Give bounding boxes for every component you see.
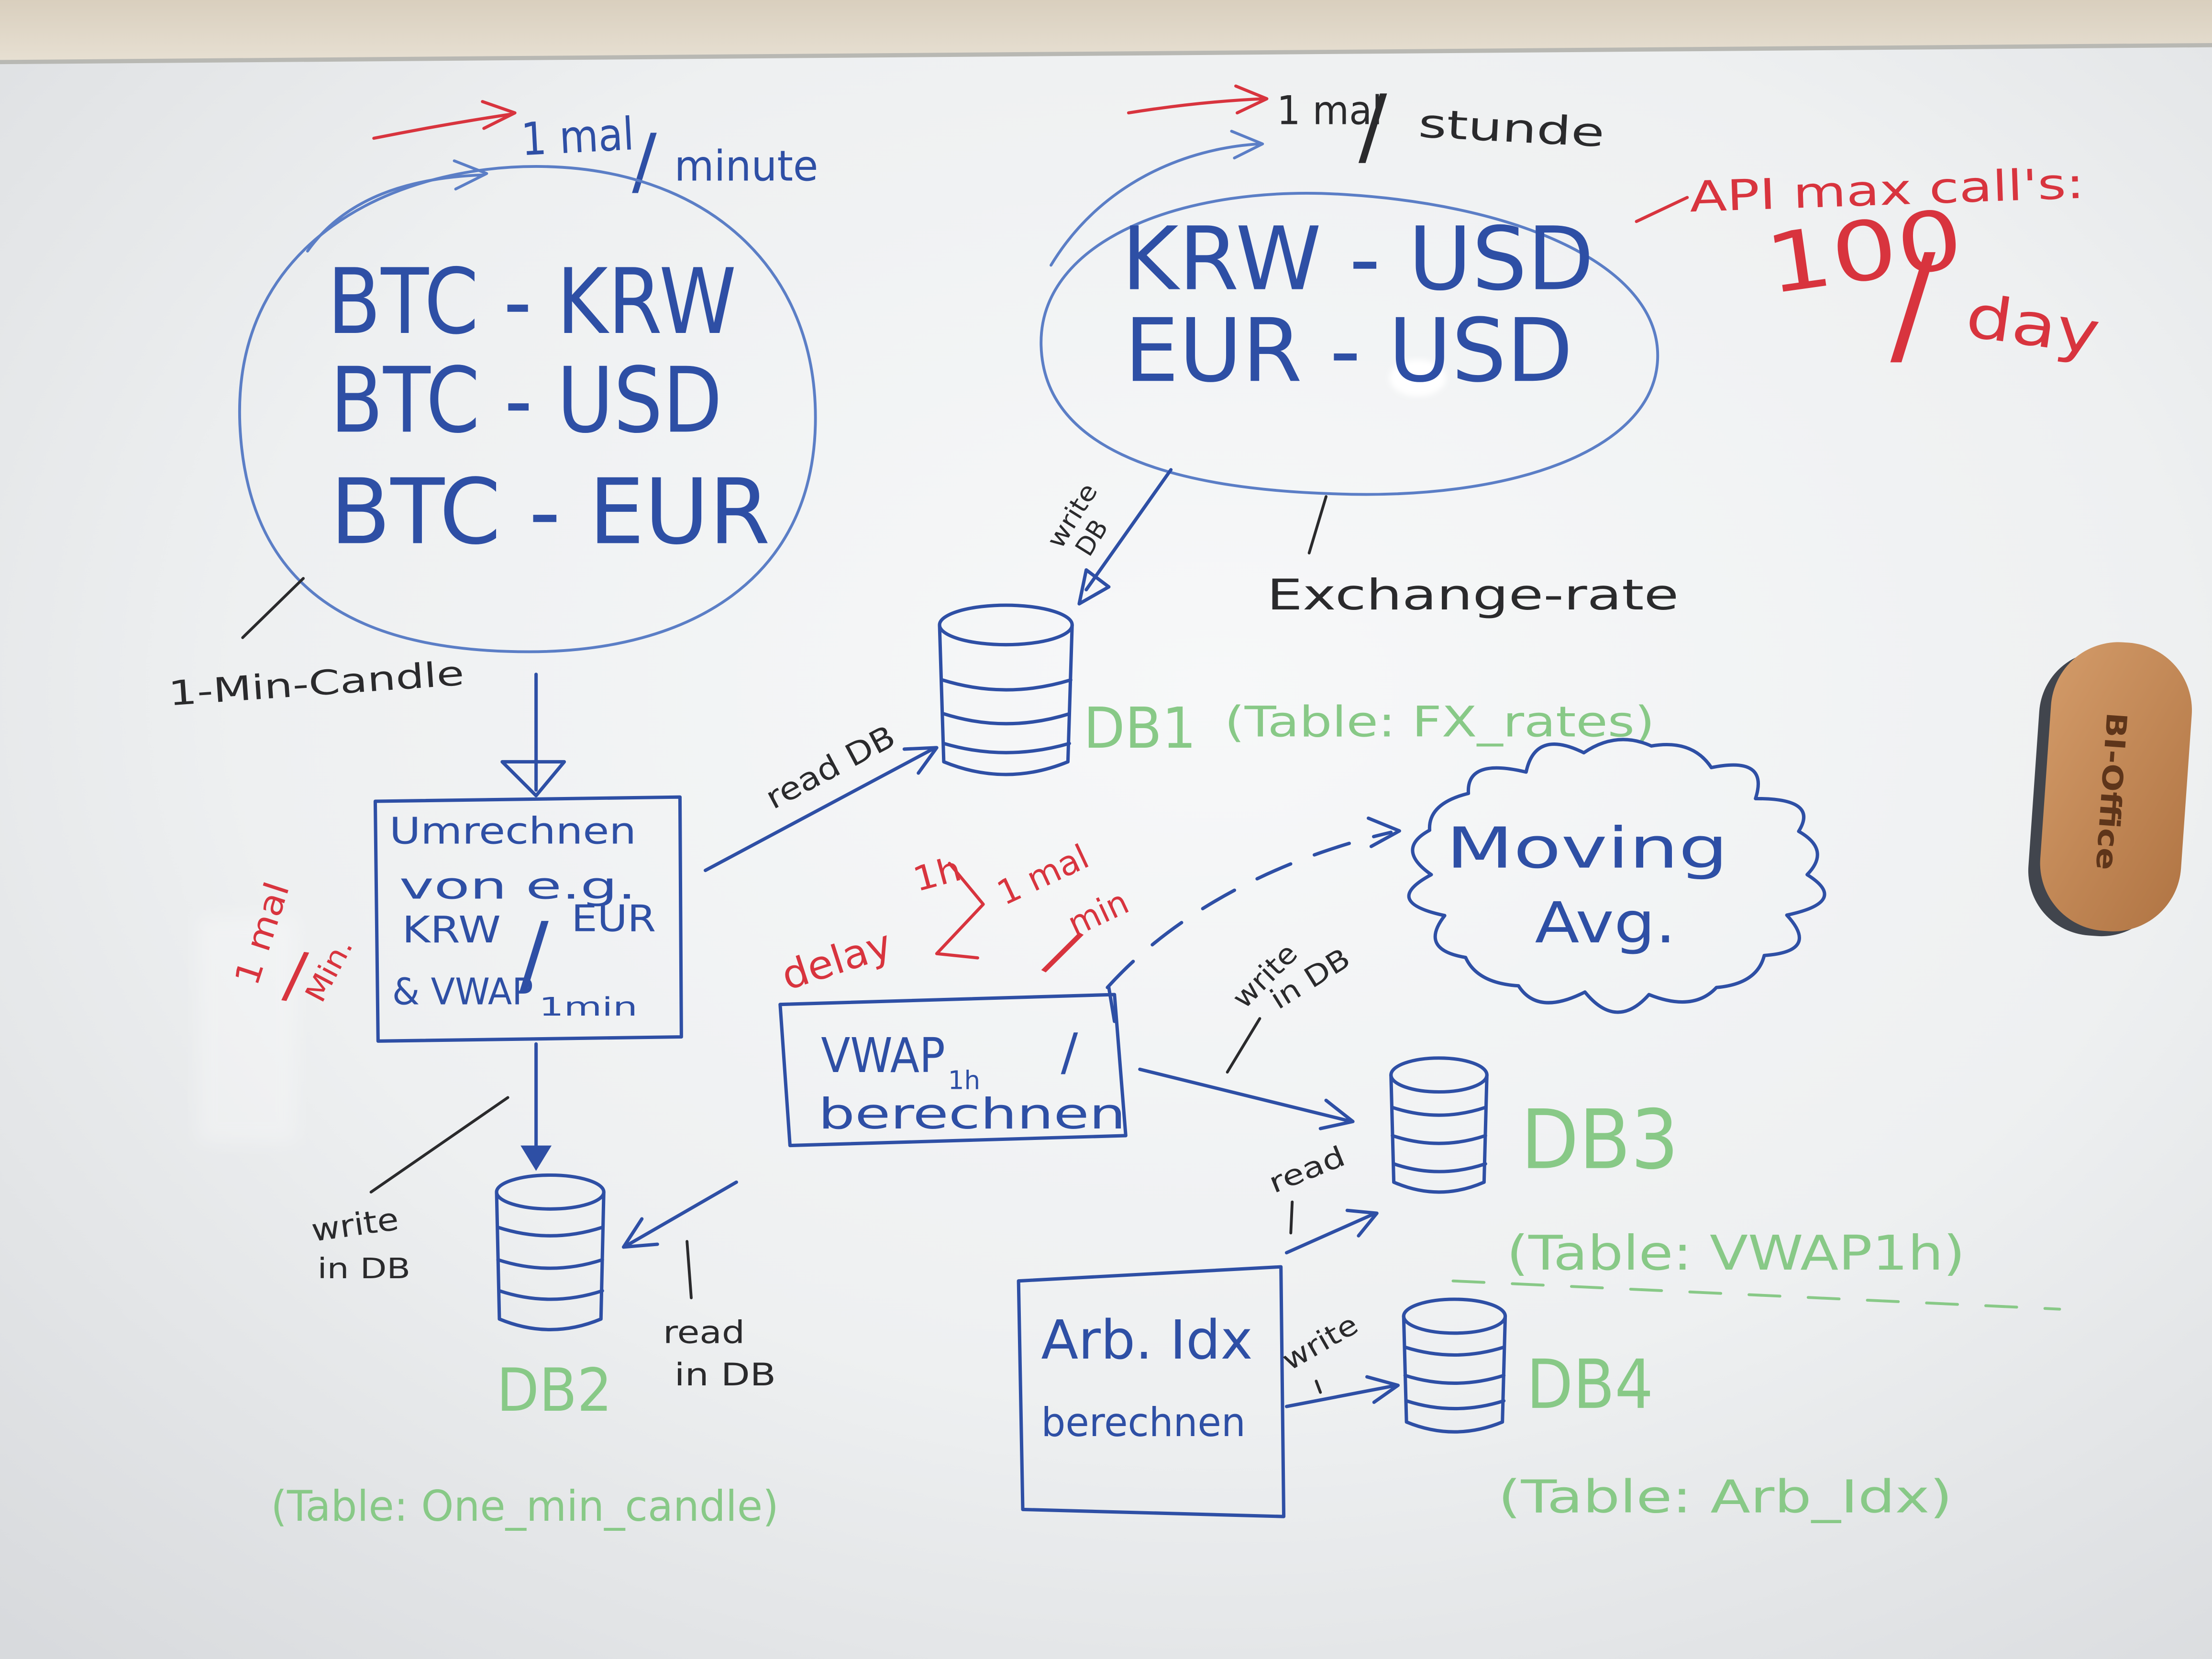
crypto-pair-btc-usd: BTC - USD (330, 348, 722, 453)
db3-cylinder-icon (1389, 1056, 1489, 1194)
fx-pairs-circle (1040, 192, 1659, 496)
db2-group: write in DB read in DB DB2 (Table: One_m… (271, 1042, 779, 1531)
crypto-trigger-red-arrow (372, 100, 517, 140)
convert-slash: / (519, 904, 549, 1006)
vwap-read-arrow-shaft (624, 1180, 738, 1248)
vwap-to-moving-avg-dashed-arrow (1106, 830, 1393, 989)
candle-to-convert-arrow-head (500, 760, 566, 797)
fx-trigger-red-arrow (1127, 84, 1269, 115)
fx-caption-connector (1307, 495, 1327, 554)
moving-avg-line2: Avg. (1535, 890, 1676, 956)
fx-caption: Exchange-rate (1267, 570, 1679, 619)
db4-name: DB4 (1526, 1346, 1653, 1424)
fx-pair-eur-usd: EUR - USD (1124, 300, 1573, 402)
db4-write-arrow-head (1365, 1375, 1400, 1404)
arb-title: Arb. Idx (1041, 1309, 1252, 1371)
db3-table: (Table: VWAP1h) (1507, 1225, 1965, 1281)
vwap-read-arrow-head (621, 1217, 659, 1249)
db4-cylinder-icon (1402, 1297, 1507, 1434)
crypto-frequency-count: 1 mal (520, 108, 635, 166)
db3-group: write in DB DB3 (Table: VWAP1h) read (1138, 937, 2061, 1311)
db2-read-label: read (663, 1315, 745, 1350)
db3-write-arrow-head (1318, 1098, 1355, 1130)
crypto-feed: 1 mal / minute BTC - KRW BTC - USD BTC -… (167, 100, 818, 713)
convert-line4: & VWAP (392, 971, 533, 1014)
convert-title: Umrechnen (389, 810, 636, 852)
db4-write-arrow-shaft (1284, 1383, 1399, 1408)
convert-read-arrow-shaft (703, 746, 937, 873)
db2-read-label-in-db: in DB (675, 1357, 776, 1393)
fx-frequency-count: 1 mal (1277, 88, 1382, 134)
db2-write-connector (369, 1096, 509, 1194)
db2-table: (Table: One_min_candle) (271, 1482, 779, 1531)
fx-pair-krw-usd: KRW - USD (1121, 209, 1594, 310)
eraser-cork-body (2040, 642, 2192, 931)
convert-line2: von e.g. (399, 865, 636, 907)
convert-to: EUR (571, 897, 656, 940)
db2-write-label-in-db: in DB (318, 1252, 411, 1285)
convert-read-arrow-head (902, 746, 939, 775)
db2-write-arrow-head (520, 1145, 552, 1171)
db3-read-arrow-shaft (1284, 1211, 1377, 1255)
db2-read-connector (686, 1240, 693, 1300)
arb-step: Arb. Idx berechnen (1017, 1265, 1286, 1518)
moving-avg-cloud-shape (1407, 738, 1826, 1014)
arb-box (1017, 1265, 1286, 1518)
vwap-box (778, 985, 1128, 1148)
crypto-pair-btc-eur: BTC - EUR (330, 459, 770, 564)
vwap-delay-zigzag-arrow (935, 862, 985, 960)
db2-cylinder-icon (495, 1173, 606, 1331)
db3-read-arrow-head (1345, 1208, 1379, 1238)
vwap-title: VWAP (821, 1028, 945, 1084)
crypto-pair-btc-krw: BTC - KRW (327, 249, 736, 354)
db3-read-connector (1289, 1200, 1294, 1235)
convert-box (373, 795, 683, 1043)
vwap-line2: berechnen (818, 1089, 1126, 1139)
fx-frequency-unit: stunde (1417, 100, 1606, 156)
arb-line2: berechnen (1041, 1400, 1246, 1446)
db1-name: DB1 (1084, 696, 1196, 761)
db2-name: DB2 (497, 1356, 612, 1425)
db1-write-arrow-shaft (1084, 468, 1173, 592)
convert-from: KRW (402, 909, 500, 951)
moving-avg: Moving Avg. (1407, 738, 1826, 1014)
db1-table: (Table: FX_rates) (1225, 697, 1655, 746)
vwap-subscript: 1h (948, 1066, 980, 1095)
db4-write-tick (1315, 1380, 1322, 1394)
db3-write-connector (1226, 1017, 1261, 1074)
whiteboard-surface (0, 45, 2212, 1659)
db4-group: write DB4 (Table: Arb_Idx) (1276, 1297, 1953, 1523)
fx-frequency-slash: / (1359, 77, 1387, 175)
api-limit-connector (1635, 196, 1689, 223)
crypto-pairs-circle (238, 165, 817, 653)
vwap-slash: / (1061, 1022, 1078, 1082)
fx-feed: 1 mal / stunde KRW - USD EUR - USD Excha… (1040, 77, 2104, 619)
fx-loop-arrow (1050, 130, 1264, 267)
db1-cylinder-icon (938, 603, 1074, 776)
db1-write-arrow-head (1077, 568, 1111, 606)
window-reflection (197, 917, 297, 1143)
db3-name: DB3 (1521, 1093, 1679, 1188)
crypto-caption-connector (241, 577, 305, 639)
moving-avg-line1: Moving (1446, 816, 1728, 881)
convert-subscript: 1min (539, 992, 638, 1022)
whiteboard-eraser: BI-Office (2028, 642, 2192, 937)
crypto-frequency-slash: / (632, 119, 657, 204)
whiteboard-frame-edge (0, 43, 2212, 65)
db3-table-dashed-underline (1451, 1279, 2061, 1311)
crypto-frequency-unit: minute (675, 141, 818, 190)
db3-write-arrow-shaft (1138, 1067, 1353, 1123)
vwap-to-moving-avg-arrow-head (1366, 816, 1401, 848)
api-limit-slash: / (1891, 226, 1936, 382)
db4-table: (Table: Arb_Idx) (1498, 1471, 1953, 1523)
light-glare (1389, 359, 1446, 397)
